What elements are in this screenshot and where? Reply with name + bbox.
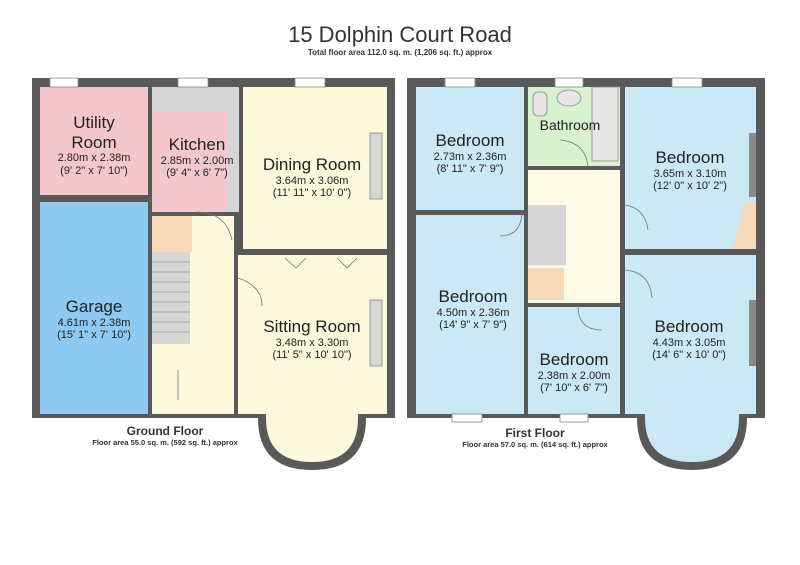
- bath-tub: [591, 86, 619, 162]
- room-kitchen-imperial: (9' 4" x 6' 7"): [166, 167, 228, 180]
- room-dining: Dining Room 3.64m x 3.06m (11' 11" x 10'…: [246, 155, 378, 200]
- sitting-bay-fill: [266, 414, 358, 462]
- room-bedroom-ml-name: Bedroom: [438, 287, 508, 306]
- room-kitchen: Kitchen 2.85m x 2.00m (9' 4" x 6' 7"): [151, 135, 243, 180]
- sitting-fill: [238, 255, 387, 414]
- room-bathroom: Bathroom: [528, 117, 612, 133]
- total-floor-area: Total floor area 112.0 sq. m. (1,206 sq.…: [307, 48, 493, 57]
- room-dining-imperial: (11' 11" x 10' 0"): [272, 187, 352, 200]
- room-bedroom-ml: Bedroom 4.50m x 2.36m (14' 9" x 7' 9"): [418, 287, 528, 332]
- room-bedroom-bc-imperial: (7' 10" x 6' 7"): [540, 382, 608, 395]
- room-bedroom-br-imperial: (14' 6" x 10' 0"): [652, 349, 726, 362]
- bedroom-br-bay: [645, 414, 739, 462]
- ground-floor-plan: [32, 77, 395, 470]
- room-garage-name: Garage: [65, 297, 123, 316]
- room-bedroom-bc-metric: 2.38m x 2.00m: [537, 369, 611, 382]
- room-bedroom-tr-imperial: (12' 0" x 10' 2"): [653, 180, 727, 193]
- basin: [556, 89, 582, 107]
- dining-fill: [243, 87, 387, 249]
- bedroom-tr-fill: [625, 87, 756, 249]
- first-floor-plan: [407, 77, 765, 470]
- garage-fill: [40, 202, 148, 414]
- room-bedroom-ml-imperial: (14' 9" x 7' 9"): [439, 319, 507, 332]
- kitchen-counter: [152, 87, 239, 212]
- bedroom-tl-fill: [416, 87, 524, 210]
- room-kitchen-name: Kitchen: [168, 135, 226, 154]
- room-bedroom-tl-metric: 2.73m x 2.36m: [433, 150, 507, 163]
- plan-title: 15 Dolphin Court Road: [288, 22, 512, 47]
- ground-floor-title: Ground Floor: [126, 424, 204, 438]
- bedroom-tr-cupboard: [733, 202, 756, 249]
- first-floor-title: First Floor: [505, 426, 565, 440]
- room-bedroom-bc: Bedroom 2.38m x 2.00m (7' 10" x 6' 7"): [528, 350, 620, 395]
- ground-floor-label: Ground Floor Floor area 55.0 sq. m. (592…: [70, 424, 260, 447]
- room-utility-metric: 2.80m x 2.38m: [57, 152, 131, 165]
- ground-floor-area: Floor area 55.0 sq. m. (592 sq. ft.) app…: [92, 438, 238, 447]
- first-stairs: [528, 205, 566, 265]
- first-floor-area: Floor area 57.0 sq. m. (614 sq. ft.) app…: [462, 440, 608, 449]
- toilet: [532, 91, 548, 117]
- room-kitchen-metric: 2.85m x 2.00m: [160, 154, 234, 167]
- first-floor-label: First Floor Floor area 57.0 sq. m. (614 …: [440, 426, 630, 449]
- room-bedroom-tl-name: Bedroom: [435, 131, 505, 150]
- room-garage-metric: 4.61m x 2.38m: [57, 316, 131, 329]
- room-utility-imperial: (9' 2" x 7' 10"): [60, 164, 128, 177]
- room-utility-name-2: Room: [71, 132, 117, 152]
- room-bathroom-name: Bathroom: [539, 117, 601, 133]
- room-garage-imperial: (15' 1" x 7' 10"): [57, 329, 131, 342]
- room-sitting-imperial: (11' 5" x 10' 10"): [272, 349, 352, 362]
- chimney-tr: [749, 133, 756, 197]
- room-bedroom-br-name: Bedroom: [654, 317, 724, 336]
- room-bedroom-tr: Bedroom 3.65m x 3.10m (12' 0" x 10' 2"): [630, 148, 750, 193]
- dining-fireplace: [369, 132, 383, 200]
- room-bedroom-tr-name: Bedroom: [655, 148, 725, 167]
- room-bedroom-bc-name: Bedroom: [539, 350, 609, 369]
- room-bedroom-br-metric: 4.43m x 3.05m: [652, 336, 726, 349]
- first-cupboard: [528, 268, 564, 300]
- room-bedroom-tl-imperial: (8' 11" x 7' 9"): [436, 163, 504, 176]
- room-bedroom-tl: Bedroom 2.73m x 2.36m (8' 11" x 7' 9"): [418, 131, 522, 176]
- room-dining-name: Dining Room: [262, 155, 362, 174]
- bedroom-ml-fill: [416, 215, 524, 414]
- room-dining-metric: 3.64m x 3.06m: [275, 174, 349, 187]
- room-sitting: Sitting Room 3.48m x 3.30m (11' 5" x 10'…: [246, 317, 378, 362]
- room-garage: Garage 4.61m x 2.38m (15' 1" x 7' 10"): [40, 297, 148, 342]
- room-utility-name-1: Utility: [73, 113, 115, 132]
- room-bedroom-br: Bedroom 4.43m x 3.05m (14' 6" x 10' 0"): [630, 317, 748, 362]
- ground-cupboard: [152, 216, 192, 252]
- room-sitting-name: Sitting Room: [263, 317, 361, 336]
- chimney-br: [749, 300, 756, 366]
- room-bedroom-tr-metric: 3.65m x 3.10m: [653, 167, 727, 180]
- room-utility: Utility Room 2.80m x 2.38m (9' 2" x 7' 1…: [44, 113, 144, 177]
- bedroom-bc-fill: [528, 307, 620, 414]
- utility-fill: [40, 87, 148, 195]
- room-sitting-metric: 3.48m x 3.30m: [275, 336, 349, 349]
- sitting-fireplace: [369, 299, 383, 367]
- ground-stairs: [152, 252, 190, 344]
- room-bedroom-ml-metric: 4.50m x 2.36m: [436, 306, 510, 319]
